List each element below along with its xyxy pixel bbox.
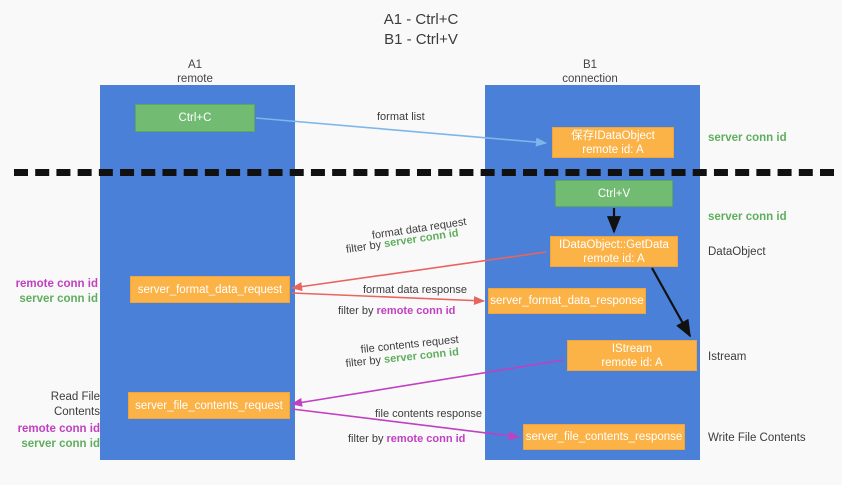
- annotation-server-conn-id-file: server conn id: [21, 438, 100, 450]
- filter-by-text-2: filter by: [338, 305, 374, 317]
- box-server-file-contents-response[interactable]: server_file_contents_response: [523, 424, 685, 450]
- box-server-file-contents-response-label: server_file_contents_response: [525, 431, 683, 443]
- column-b1-name: B1: [582, 59, 598, 71]
- column-header-a1: A1 remote: [130, 58, 260, 86]
- column-a1-name: A1: [187, 59, 203, 71]
- edge-label-format-data-response: format data response: [363, 284, 467, 296]
- box-istream-line2: remote id: A: [601, 356, 663, 369]
- annotation-istream: Istream: [708, 351, 747, 363]
- column-b1-sub: connection: [562, 73, 618, 85]
- edge-label-file-contents-response-filter: filter by remote conn id: [348, 432, 465, 447]
- box-istream[interactable]: IStream remote id: A: [567, 340, 697, 371]
- filter-remote-conn-id-2: remote conn id: [376, 305, 456, 317]
- box-server-file-contents-request-label: server_file_contents_request: [135, 399, 283, 412]
- annotation-remote-conn-id-format: remote conn id: [15, 278, 98, 290]
- filter-by-text-1: filter by: [345, 238, 383, 256]
- annotation-server-conn-id-format: server conn id: [19, 293, 98, 305]
- box-ctrl-v-label: Ctrl+V: [597, 187, 631, 200]
- annotation-server-conn-id-top: server conn id: [708, 132, 787, 144]
- box-save-idataobject-line1: 保存IDataObject: [571, 129, 655, 142]
- annotation-write-file-contents: Write File Contents: [708, 432, 806, 444]
- box-save-idataobject-line2: remote id: A: [582, 143, 644, 156]
- column-header-b1: B1 connection: [525, 58, 655, 86]
- box-ctrl-v[interactable]: Ctrl+V: [555, 180, 673, 207]
- annotation-read-file-block: Read File Contents remote conn id server…: [8, 390, 100, 452]
- column-a1-sub: remote: [177, 73, 213, 85]
- edge-label-format-list: format list: [377, 111, 425, 123]
- box-server-format-data-response[interactable]: server_format_data_response: [488, 288, 646, 314]
- box-idataobject-getdata[interactable]: IDataObject::GetData remote id: A: [550, 236, 678, 267]
- title-line-1: A1 - Ctrl+C: [383, 11, 459, 28]
- filter-by-text-3: filter by: [345, 354, 382, 370]
- annotation-remote-conn-id-file: remote conn id: [17, 423, 100, 435]
- box-ctrl-c-label: Ctrl+C: [178, 112, 212, 124]
- box-save-idataobject[interactable]: 保存IDataObject remote id: A: [552, 127, 674, 158]
- box-server-format-data-response-label: server_format_data_response: [490, 295, 644, 307]
- edge-label-file-contents-response: file contents response: [375, 408, 483, 420]
- annotation-server-conn-id-mid: server conn id: [708, 211, 787, 223]
- box-server-file-contents-request[interactable]: server_file_contents_request: [128, 392, 290, 419]
- filter-remote-conn-id-4: remote conn id: [386, 433, 466, 445]
- page-title: A1 - Ctrl+C B1 - Ctrl+V: [0, 10, 842, 50]
- annotation-read-file-contents: Read File Contents: [50, 391, 100, 418]
- annotation-conn-ids-format: remote conn id server conn id: [8, 277, 98, 307]
- annotation-dataobject: DataObject: [708, 246, 766, 258]
- title-line-2: B1 - Ctrl+V: [384, 31, 458, 48]
- filter-by-text-4: filter by: [348, 433, 384, 445]
- box-server-format-data-request[interactable]: server_format_data_request: [130, 276, 290, 303]
- phase-divider: [14, 169, 834, 176]
- box-ctrl-c[interactable]: Ctrl+C: [135, 104, 255, 132]
- box-server-format-data-request-label: server_format_data_request: [137, 283, 283, 296]
- box-getdata-line1: IDataObject::GetData: [559, 238, 669, 251]
- box-istream-line1: IStream: [611, 342, 653, 355]
- edge-label-format-data-response-filter: filter by remote conn id: [338, 304, 455, 319]
- box-getdata-line2: remote id: A: [583, 252, 645, 265]
